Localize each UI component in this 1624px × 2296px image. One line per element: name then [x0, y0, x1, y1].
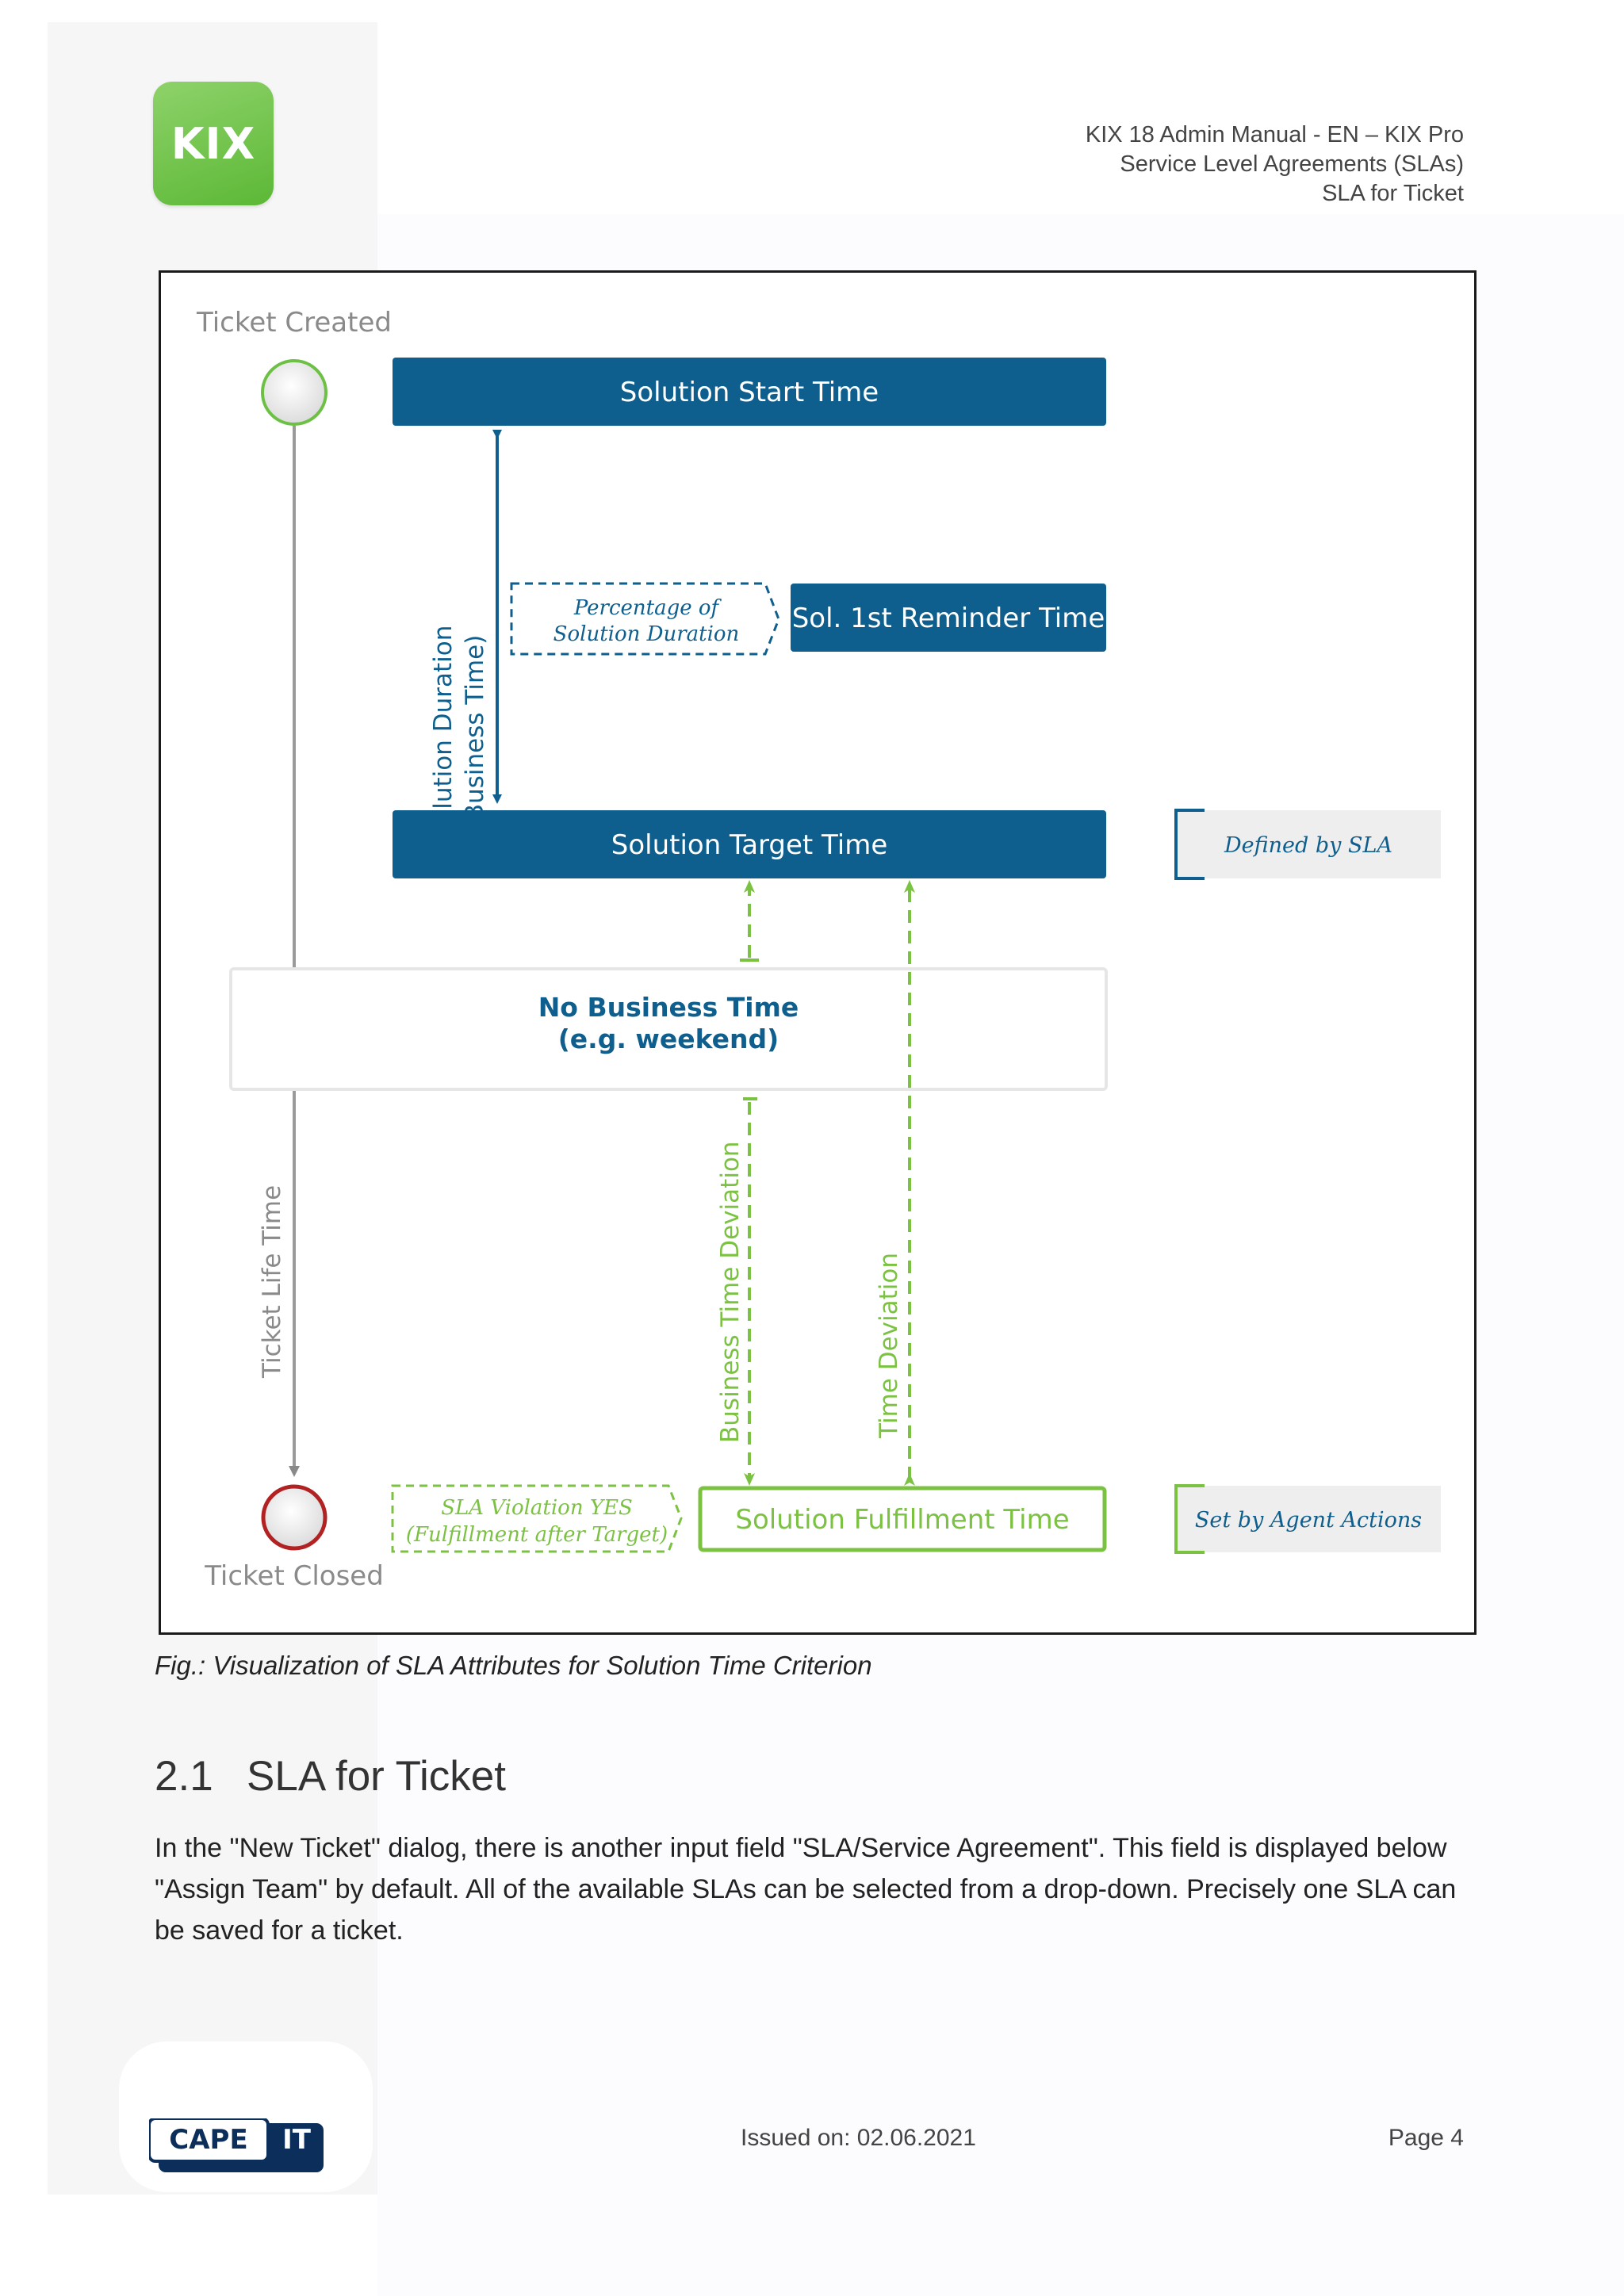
reminder-time-box	[791, 584, 1106, 652]
footer-page-number: Page 4	[1388, 2125, 1464, 2151]
defined-by-sla-bracket	[1174, 809, 1205, 880]
cape-it-logo: CAPE IT	[149, 2118, 324, 2172]
ticket-created-label: Ticket Created	[196, 307, 392, 339]
no-business-time-line2: (e.g. weekend)	[558, 1024, 779, 1054]
page-header: KIX 18 Admin Manual - EN – KIX Pro Servi…	[1086, 121, 1464, 209]
set-by-agent-actions-label: Set by Agent Actions	[1195, 1508, 1422, 1533]
sla-violation-callout	[391, 1484, 683, 1553]
header-manual-title: KIX 18 Admin Manual - EN – KIX Pro	[1085, 122, 1464, 147]
header-section: SLA for Ticket	[1322, 181, 1464, 206]
figure-caption: Fig.: Visualization of SLA Attributes fo…	[155, 1651, 872, 1680]
defined-by-sla-label: Defined by SLA	[1224, 833, 1392, 858]
business-time-label: (Business Time)	[461, 635, 489, 831]
solution-fulfillment-time-label: Solution Fulfillment Time	[735, 1504, 1069, 1536]
solution-duration-label: Solution Duration	[429, 626, 458, 840]
kix-logo: KIX	[153, 82, 274, 205]
section-heading: 2.1 SLA for Ticket	[155, 1752, 506, 1800]
reminder-time-label: Sol. 1st Reminder Time	[792, 603, 1105, 634]
set-by-agent-bracket	[1174, 1484, 1205, 1554]
sla-figure: Ticket Created Ticket Life Time Ticket C…	[159, 270, 1477, 1635]
solution-fulfillment-time-box	[698, 1486, 1107, 1552]
percentage-label-line1: Percentage of	[573, 596, 722, 620]
solution-target-time-label: Solution Target Time	[611, 829, 888, 861]
sla-diagram: Ticket Created Ticket Life Time Ticket C…	[196, 307, 1441, 1592]
ticket-life-time-label: Ticket Life Time	[258, 1185, 286, 1379]
defined-by-sla-panel	[1176, 810, 1441, 878]
ticket-closed-node	[261, 1484, 327, 1551]
sla-violation-line1: SLA Violation YES	[441, 1496, 633, 1520]
business-time-deviation-label: Business Time Deviation	[716, 1141, 745, 1443]
kix-logo-text: KIX	[170, 118, 256, 169]
section-number: 2.1	[155, 1753, 213, 1800]
set-by-agent-panel	[1176, 1486, 1441, 1552]
section-title: SLA for Ticket	[247, 1753, 506, 1800]
footer-issued-date: Issued on: 02.06.2021	[741, 2125, 976, 2151]
percentage-label-line2: Solution Duration	[553, 622, 740, 646]
solution-target-time-box	[393, 810, 1106, 878]
time-deviation-label: Time Deviation	[875, 1253, 903, 1439]
no-business-time-box	[229, 967, 1108, 1091]
solution-start-time-box	[393, 358, 1106, 426]
ticket-closed-label: Ticket Closed	[204, 1560, 384, 1592]
sla-violation-line2: (Fulfillment after Target)	[406, 1523, 668, 1547]
percentage-callout	[510, 582, 780, 656]
ticket-created-node	[261, 359, 327, 426]
section-body-paragraph: In the "New Ticket" dialog, there is ano…	[155, 1833, 1457, 1946]
no-business-time-line1: No Business Time	[538, 992, 799, 1023]
solution-start-time-label: Solution Start Time	[620, 377, 879, 408]
header-chapter: Service Level Agreements (SLAs)	[1120, 151, 1464, 177]
cape-it-logo-right: IT	[282, 2124, 312, 2156]
cape-it-logo-left: CAPE	[169, 2124, 247, 2156]
